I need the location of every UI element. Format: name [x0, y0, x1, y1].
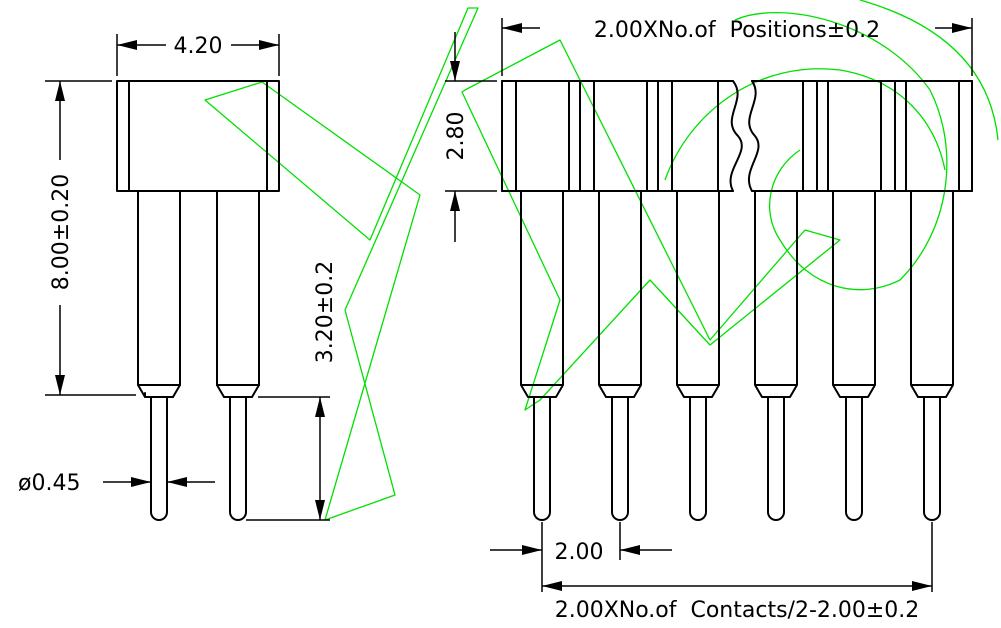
height-label: 8.00±0.20 [49, 174, 74, 290]
pitch-label: 2.00 [555, 540, 604, 565]
watermark-logo [204, 0, 999, 521]
width-label: 4.20 [174, 34, 223, 59]
side-pin-left [137, 190, 181, 521]
dim-diameter: ø0.45 [18, 471, 215, 496]
dim-height: 8.00±0.20 [45, 80, 136, 396]
front-pin-1 [520, 190, 564, 521]
dim-pitch: 2.00 [490, 522, 933, 592]
diameter-label: ø0.45 [18, 471, 80, 496]
dim-tail: 3.20±0.2 [246, 261, 338, 521]
dim-length: 2.00XNo.of Positions±0.2 [501, 18, 973, 76]
side-body [116, 80, 280, 192]
front-view: 2.00XNo.of Positions±0.2 2.80 2.00 [444, 18, 973, 623]
side-pin-right [216, 190, 260, 521]
front-pin-4 [754, 190, 798, 521]
front-pin-6 [910, 190, 954, 521]
length-label: 2.00XNo.of Positions±0.2 [594, 18, 880, 43]
tail-label: 3.20±0.2 [313, 261, 338, 363]
side-view: 4.20 8.00±0.20 3.20±0.2 ø0.45 [18, 34, 338, 521]
front-pin-2 [598, 190, 642, 521]
front-pin-3 [676, 190, 720, 521]
dim-width: 4.20 [116, 34, 280, 76]
front-pin-5 [832, 190, 876, 521]
dim-body-height: 2.80 [444, 32, 497, 242]
pin-span-label: 2.00XNo.of Contacts/2-2.00±0.2 [555, 598, 920, 623]
front-body [501, 80, 973, 192]
dim-pin-span: 2.00XNo.of Contacts/2-2.00±0.2 [542, 581, 932, 623]
body-height-label: 2.80 [444, 112, 469, 161]
